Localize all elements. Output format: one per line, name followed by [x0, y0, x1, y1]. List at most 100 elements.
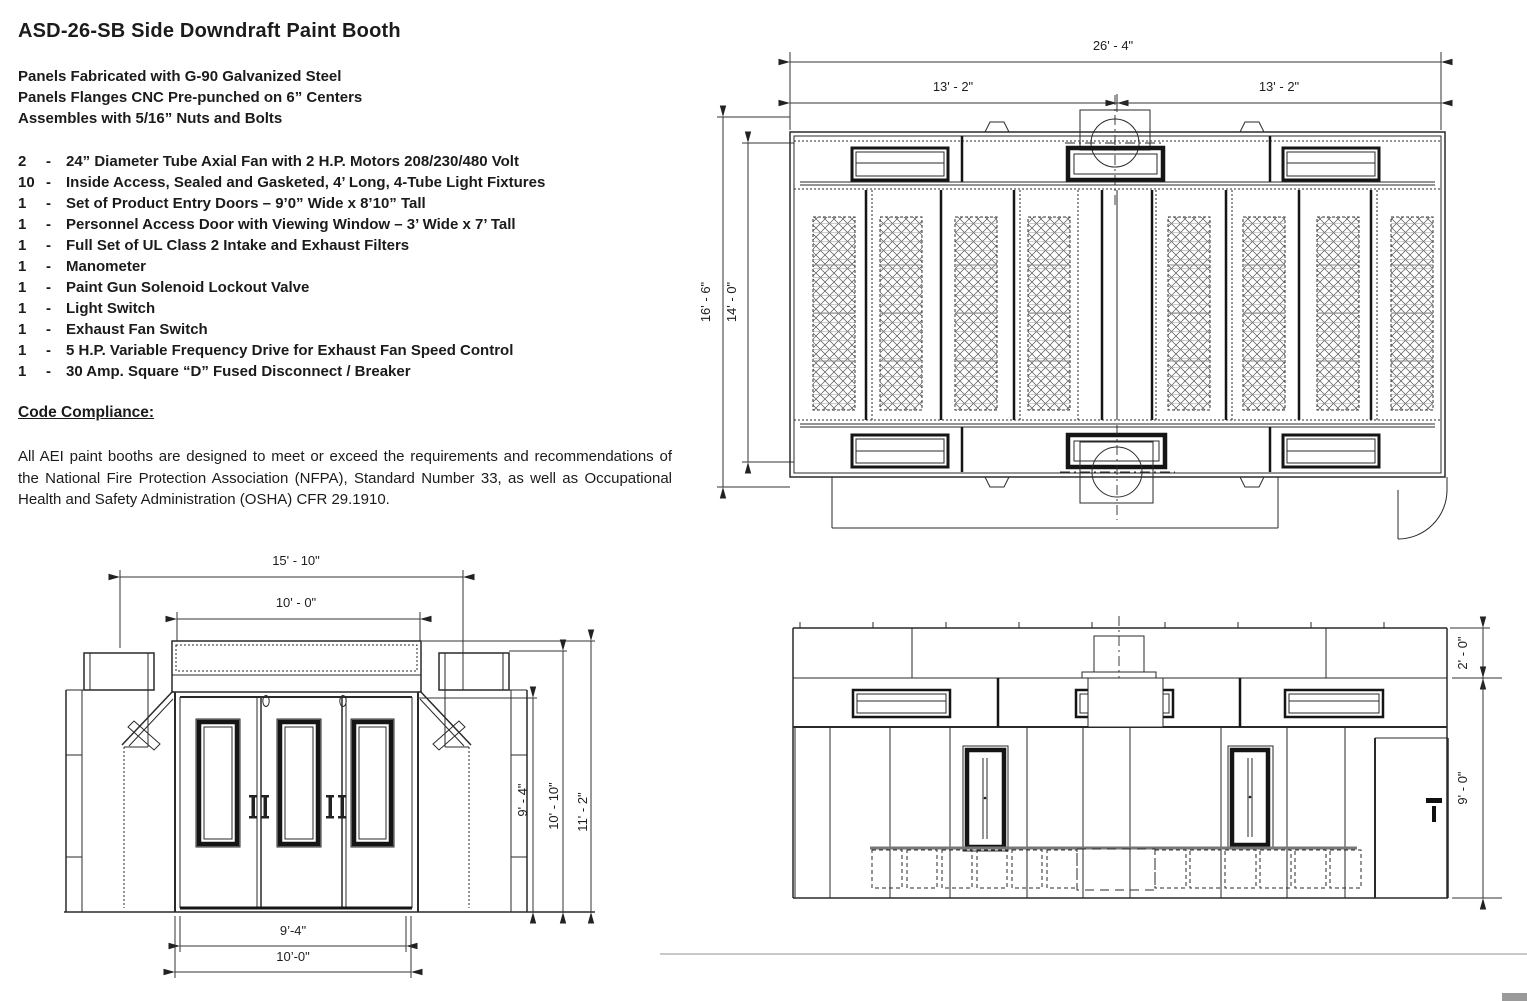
bom-row: 1-Set of Product Entry Doors – 9’0” Wide…: [18, 193, 545, 214]
dim-label: 2' - 0": [1455, 636, 1470, 669]
dim-label: 13' - 2": [1259, 79, 1300, 94]
bom-qty: 1: [18, 279, 27, 296]
dim-label: 9' - 4": [515, 783, 530, 816]
plan-booth-outline: [789, 131, 1446, 478]
side-roof: [792, 622, 1448, 898]
plan-duct-collars: [984, 121, 1265, 488]
plan-floor-projection: [831, 477, 1279, 529]
bom-desc: Paint Gun Solenoid Lockout Valve: [66, 279, 310, 296]
door-hinge: [339, 695, 347, 707]
front-view-drawing: 15' - 10" 10' - 0": [64, 553, 595, 978]
bom-separator: -: [46, 237, 51, 254]
dim-label: 14' - 0": [724, 281, 739, 322]
bom-row: 1 -Personnel Access Door with Viewing Win…: [18, 214, 545, 235]
bom-separator: -: [46, 153, 51, 170]
dim-label: 9' - 0": [1455, 771, 1470, 804]
dim-label: 10' - 10": [546, 782, 561, 830]
light-fixture: [1065, 432, 1168, 470]
front-right-tower: [438, 652, 528, 912]
bom-qty: 1: [18, 342, 27, 359]
bom-desc: 24” Diameter Tube Axial Fan with 2 H.P. …: [66, 153, 519, 170]
plan-view-drawing: 26' - 4" 13' - 2" 13' - 2" 16' - 6" 14' …: [698, 38, 1453, 540]
bom-separator: -: [46, 195, 51, 212]
bom-row: 2-24” Diameter Tube Axial Fan with 2 H.P…: [18, 151, 545, 172]
bom-qty: 10: [18, 174, 35, 191]
corner-marker: [1502, 993, 1527, 1001]
bill-of-materials: 2-24” Diameter Tube Axial Fan with 2 H.P…: [18, 151, 545, 382]
bom-qty: 1: [18, 258, 27, 275]
bom-separator: -: [46, 321, 51, 338]
dim-label: 13' - 2": [933, 79, 974, 94]
light-fixture: [1283, 688, 1385, 719]
bom-desc: Exhaust Fan Switch: [66, 321, 208, 338]
plan-dim-overall-width: 26' - 4": [778, 38, 1453, 130]
bom-desc: Manometer: [66, 258, 147, 275]
bom-row: 1 -Light Switch: [18, 298, 545, 319]
plan-personnel-door-swing: [1397, 477, 1448, 540]
dim-label: 11' - 2": [575, 792, 590, 832]
code-compliance-paragraph: All AEI paint booths are designed to mee…: [18, 448, 672, 508]
section-divider-line: [660, 953, 1527, 955]
bom-desc: 30 Amp. Square “D” Fused Disconnect / Br…: [66, 363, 411, 380]
front-left-tower: [65, 652, 155, 912]
filter-column: [879, 216, 923, 411]
dim-label: 26' - 4": [1093, 38, 1134, 53]
front-cabin: [174, 692, 419, 912]
bom-qty: 1: [18, 237, 27, 254]
light-fixture: [1281, 433, 1381, 469]
light-fixture: [1281, 146, 1381, 182]
bom-row: 1-5 H.P. Variable Frequency Drive for Ex…: [18, 340, 545, 361]
bom-row: 1-Paint Gun Solenoid Lockout Valve: [18, 277, 545, 298]
light-fixture: [851, 688, 952, 719]
bom-desc: Light Switch: [66, 300, 156, 317]
door-handle: [1432, 806, 1436, 822]
filter-column: [1316, 216, 1360, 411]
front-door-handles: [249, 795, 346, 819]
side-filter-bank: [870, 846, 1362, 891]
bom-qty: 1: [18, 300, 27, 317]
side-fixture-band: [793, 677, 1447, 728]
light-fixture: [850, 433, 950, 469]
dim-label: 16' - 6": [698, 281, 713, 322]
front-dim-opening: 10’-0": [163, 916, 423, 978]
filter-column: [1390, 216, 1434, 411]
dim-label: 9’-4": [280, 923, 307, 938]
bom-desc: 5 H.P. Variable Frequency Drive for Exha…: [66, 342, 514, 359]
plan-filter-columns: [812, 216, 1434, 411]
filter-column: [1242, 216, 1286, 411]
filter-column: [1167, 216, 1211, 411]
plan-plenum-top: [794, 136, 1441, 190]
bom-separator: -: [46, 216, 51, 233]
code-compliance-heading: Code Compliance:: [18, 404, 155, 421]
bom-qty: 1: [18, 216, 27, 233]
door-window: [351, 719, 394, 847]
bom-separator: -: [46, 174, 51, 191]
bom-separator: -: [46, 300, 51, 317]
filter-column: [1027, 216, 1071, 411]
side-windows: [962, 745, 1274, 852]
bom-row: 1 -30 Amp. Square “D” Fused Disconnect / …: [18, 361, 545, 382]
bom-row: 1-Exhaust Fan Switch: [18, 319, 545, 340]
front-plenum: [171, 640, 422, 693]
bom-desc: Personnel Access Door with Viewing Windo…: [66, 216, 516, 233]
plan-dim-bays: 13' - 2" 13' - 2": [778, 79, 1453, 112]
bom-desc: Set of Product Entry Doors – 9’0” Wide x…: [66, 195, 426, 212]
dim-label: 15' - 10": [272, 553, 320, 568]
light-fixture: [1065, 145, 1166, 183]
panel-specs: Panels Fabricated with G-90 Galvanized S…: [18, 66, 362, 129]
bom-desc: Full Set of UL Class 2 Intake and Exhaus…: [66, 237, 410, 254]
plan-panel-joints: [864, 190, 1378, 420]
front-dim-plenum-width: 10' - 0": [165, 595, 432, 641]
spec-line: Panels Flanges CNC Pre-punched on 6” Cen…: [18, 89, 363, 106]
bom-qty: 1: [18, 363, 27, 380]
bom-separator: -: [46, 363, 51, 380]
bom-desc: Inside Access, Sealed and Gasketed, 4’ L…: [66, 174, 546, 191]
side-personnel-door: [1374, 737, 1449, 898]
spec-line: Panels Fabricated with G-90 Galvanized S…: [18, 68, 342, 85]
viewing-window: [1229, 747, 1271, 848]
dim-label: 10’-0": [276, 949, 310, 964]
bom-row: 1 -Full Set of UL Class 2 Intake and Exha…: [18, 235, 545, 256]
filter-column: [812, 216, 856, 411]
page-title: ASD-26-SB Side Downdraft Paint Booth: [18, 20, 401, 42]
